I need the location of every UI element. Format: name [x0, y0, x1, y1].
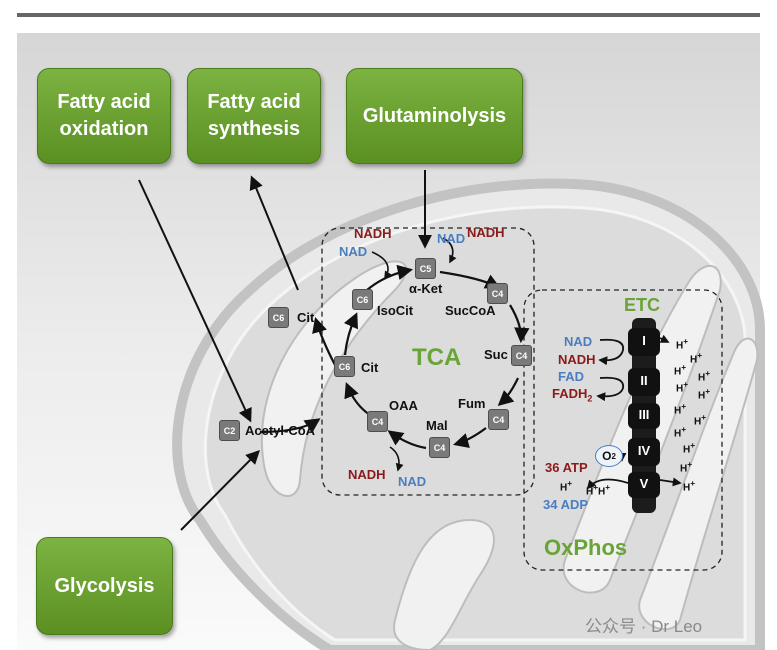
- etc-adp: 34 ADP: [543, 497, 589, 512]
- proton: H+: [694, 412, 707, 428]
- etc-title: ETC: [624, 295, 660, 315]
- top-rule: [17, 13, 760, 17]
- proton: H+: [683, 440, 696, 456]
- glycolysis-box: Glycolysis: [36, 537, 173, 635]
- proton: H+: [676, 336, 689, 352]
- metabolite-mal: Mal: [426, 418, 448, 433]
- oxphos-box: [523, 289, 723, 571]
- etc-fadh2: FADH2: [552, 387, 592, 406]
- carbon-badge-c4-suc: C4: [511, 345, 532, 366]
- cofactor-nadh-1: NADH: [354, 226, 392, 241]
- etc-nadh: NADH: [558, 352, 596, 367]
- proton: H+: [598, 482, 611, 498]
- proton: H+: [560, 478, 573, 494]
- carbon-badge-c2: C2: [219, 420, 240, 441]
- carbon-badge-c4-oaa: C4: [367, 411, 388, 432]
- proton: H+: [674, 362, 687, 378]
- carbon-badge-c6-cit-out: C6: [268, 307, 289, 328]
- cofactor-nadh-2: NADH: [467, 225, 505, 240]
- metabolite-a-ket: α-Ket: [409, 281, 443, 296]
- carbon-badge-c4-succoa: C4: [487, 283, 508, 304]
- etc-fadh2-text: FADH: [552, 386, 588, 401]
- tca-box: [321, 227, 535, 496]
- metabolite-suc: Suc: [484, 347, 508, 362]
- metabolite-succoa: SucCoA: [445, 303, 496, 318]
- arrow-fao-to-acetylcoa: [138, 179, 252, 423]
- oxphos-title: OxPhos: [544, 535, 628, 560]
- etc-fad: FAD: [558, 369, 584, 384]
- proton: H+: [698, 386, 711, 402]
- proton: H+: [680, 459, 693, 475]
- proton: H+: [683, 478, 696, 494]
- carbon-badge-c6-isocit: C6: [352, 289, 373, 310]
- proton: H+: [690, 350, 703, 366]
- cofactor-nad-2: NAD: [437, 231, 466, 246]
- etc-chain: [628, 318, 660, 513]
- cofactor-arrows: [371, 237, 457, 472]
- proton: H+: [676, 379, 689, 395]
- cofactor-nad-1: NAD: [339, 244, 368, 259]
- metabolite-oaa: OAA: [389, 398, 418, 413]
- proton: H+: [698, 368, 711, 384]
- etc-fadh2-sub: 2: [587, 393, 593, 404]
- etc-o2-sub: 2: [611, 451, 616, 461]
- complex-4-label: IV: [637, 443, 651, 458]
- etc-nad: NAD: [564, 334, 593, 349]
- proton: H+: [674, 401, 687, 417]
- tca-cycle-arrows: [259, 264, 530, 450]
- complex-1-label: I: [642, 333, 646, 348]
- watermark: 公众号 · Dr Leo: [585, 617, 703, 636]
- metabolite-fum: Fum: [458, 396, 486, 411]
- metabolite-acetyl-coa: Acetyl-CoA: [245, 423, 316, 438]
- carbon-badge-c6-cit: C6: [334, 356, 355, 377]
- arrow-glycolysis-to-acetylcoa: [180, 450, 260, 531]
- carbon-badge-c5: C5: [415, 258, 436, 279]
- cofactor-nadh-3: NADH: [348, 467, 386, 482]
- carbon-badge-c4-fum: C4: [488, 409, 509, 430]
- proton: H+: [586, 482, 599, 498]
- metabolite-cit: Cit: [361, 360, 379, 375]
- glutaminolysis-box: Glutaminolysis: [346, 68, 523, 164]
- arrow-cit-to-fas: [249, 175, 299, 291]
- etc-o2-text: O: [602, 449, 612, 463]
- metabolite-cit-out: Cit: [297, 310, 315, 325]
- fatty-acid-synthesis-box: Fatty acid synthesis: [187, 68, 321, 164]
- carbon-badge-c4-mal: C4: [429, 437, 450, 458]
- complex-3-label: III: [638, 407, 650, 422]
- complex-5-label: V: [639, 476, 649, 491]
- complex-2-label: II: [640, 373, 648, 388]
- cofactor-nad-3: NAD: [398, 474, 427, 489]
- metabolite-isocit: IsoCit: [377, 303, 414, 318]
- proton: H+: [674, 424, 687, 440]
- fatty-acid-oxidation-box: Fatty acid oxidation: [37, 68, 171, 164]
- etc-atp: 36 ATP: [545, 460, 588, 475]
- tca-title: TCA: [412, 344, 462, 371]
